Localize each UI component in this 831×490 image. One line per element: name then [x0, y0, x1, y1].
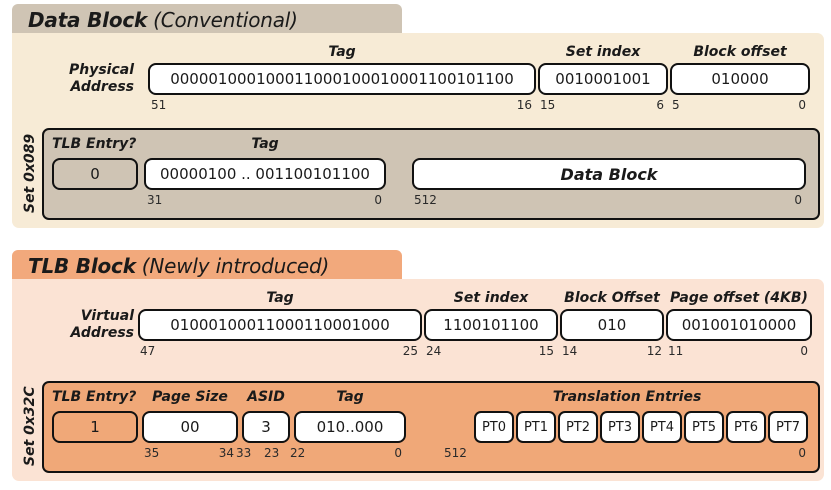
data-block-title-bar: Data Block (Conventional) [12, 4, 402, 36]
tb-translation-lo-bit: 0 [798, 446, 806, 460]
tb-pagesize-caption: Page Size [152, 389, 228, 405]
pa-tag-caption: Tag [328, 44, 356, 60]
physical-address-label-line2: Address [70, 79, 134, 95]
virtual-address-label-line1: Virtual [80, 308, 134, 324]
virtual-address-label-line2: Address [70, 325, 134, 341]
tlb-block-title-strong: TLB Block [28, 254, 136, 278]
db-tag-caption: Tag [251, 136, 279, 152]
va-blockoffset-caption: Block Offset [564, 290, 660, 306]
tb-asid-hi-bit: 33 [236, 446, 252, 460]
translation-entry-pt2: PT2 [558, 411, 598, 443]
tb-asid-caption: ASID [247, 389, 285, 405]
tb-asid-box: 3 [242, 411, 290, 443]
tb-translation-caption: Translation Entries [552, 389, 702, 405]
tb-pagesize-box: 00 [142, 411, 238, 443]
pa-blockoffset-lo-bit: 0 [798, 98, 806, 112]
va-pageoffset-hi-bit: 11 [668, 344, 684, 358]
va-blockoffset-lo-bit: 12 [646, 344, 662, 358]
db-datablock-box: Data Block [412, 158, 806, 190]
physical-address-label-line1: Physical [68, 62, 134, 78]
tb-tag-lo-bit: 0 [394, 446, 402, 460]
pa-tag-box: 000001000100011000100010001100101100 [148, 63, 536, 95]
pa-blockoffset-hi-bit: 5 [672, 98, 680, 112]
db-tlbentry-box: 0 [52, 158, 138, 190]
tb-tag-box: 010..000 [294, 411, 406, 443]
tlb-block-set-label: Set 0x32C [22, 386, 38, 466]
translation-entry-pt5: PT5 [684, 411, 724, 443]
db-tag-hi-bit: 31 [147, 193, 163, 207]
db-tlbentry-caption: TLB Entry? [52, 136, 137, 152]
va-pageoffset-caption: Page offset (4KB) [670, 290, 808, 306]
translation-entry-pt0: PT0 [474, 411, 514, 443]
tb-asid-lo-bit: 23 [264, 446, 280, 460]
virtual-address-label: Virtual Address [48, 308, 134, 342]
tb-tag-caption: Tag [336, 389, 364, 405]
tb-tlbentry-box: 1 [52, 411, 138, 443]
data-block-title-strong: Data Block [28, 8, 148, 32]
pa-tag-hi-bit: 51 [151, 98, 167, 112]
translation-entry-pt3: PT3 [600, 411, 640, 443]
va-setindex-lo-bit: 15 [538, 344, 554, 358]
tb-tlbentry-caption: TLB Entry? [52, 389, 137, 405]
data-block-set-label: Set 0x089 [22, 133, 38, 213]
translation-entry-pt7: PT7 [768, 411, 808, 443]
va-tag-box: 01000100011000110001000 [138, 309, 422, 341]
pa-tag-lo-bit: 16 [516, 98, 532, 112]
pa-setindex-caption: Set index [565, 44, 641, 60]
db-tag-box: 00000100 .. 001100101100 [144, 158, 386, 190]
va-blockoffset-hi-bit: 14 [562, 344, 578, 358]
db-datablock-lo-bit: 0 [794, 193, 802, 207]
tb-pagesize-hi-bit: 35 [144, 446, 160, 460]
va-setindex-hi-bit: 24 [426, 344, 442, 358]
va-tag-caption: Tag [266, 290, 294, 306]
translation-entry-pt6: PT6 [726, 411, 766, 443]
physical-address-label: Physical Address [48, 62, 134, 96]
translation-entry-pt1: PT1 [516, 411, 556, 443]
tb-pagesize-lo-bit: 34 [218, 446, 234, 460]
va-blockoffset-box: 010 [560, 309, 664, 341]
pa-setindex-hi-bit: 15 [540, 98, 556, 112]
va-pageoffset-box: 001001010000 [666, 309, 812, 341]
tb-tag-hi-bit: 22 [290, 446, 306, 460]
pa-blockoffset-caption: Block offset [693, 44, 787, 60]
pa-setindex-lo-bit: 6 [656, 98, 664, 112]
pa-blockoffset-box: 010000 [670, 63, 810, 95]
data-block-title-light: (Conventional) [153, 8, 298, 32]
va-pageoffset-lo-bit: 0 [800, 344, 808, 358]
pa-setindex-box: 0010001001 [538, 63, 668, 95]
db-tag-lo-bit: 0 [374, 193, 382, 207]
tlb-block-title-bar: TLB Block (Newly introduced) [12, 250, 402, 282]
db-datablock-hi-bit: 512 [414, 193, 437, 207]
va-tag-hi-bit: 47 [140, 344, 156, 358]
translation-entry-pt4: PT4 [642, 411, 682, 443]
va-tag-lo-bit: 25 [402, 344, 418, 358]
va-setindex-box: 1100101100 [424, 309, 558, 341]
tb-translation-hi-bit: 512 [444, 446, 467, 460]
tlb-block-title-light: (Newly introduced) [141, 254, 330, 278]
va-setindex-caption: Set index [453, 290, 529, 306]
